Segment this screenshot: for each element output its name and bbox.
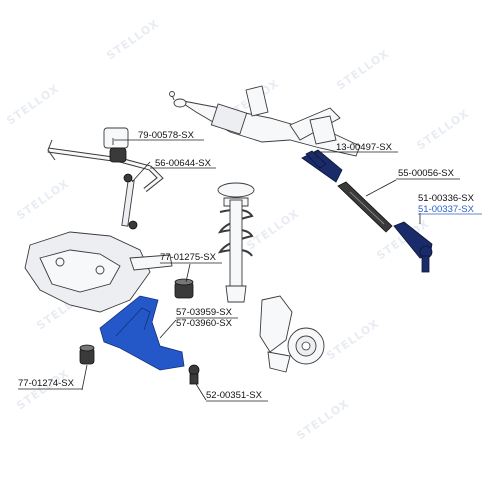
part-label-13-00497-sx: 13-00497-SX bbox=[336, 142, 393, 153]
leader-lines bbox=[81, 138, 421, 401]
steering-knuckle-hub bbox=[259, 295, 325, 373]
tie-rod bbox=[337, 181, 393, 233]
stabilizer-link bbox=[121, 173, 138, 230]
part-label-52-00351-sx: 52-00351-SX bbox=[206, 390, 263, 401]
part-label-79-00578-sx: 79-00578-SX bbox=[138, 130, 195, 141]
control-arm-bushing-front bbox=[79, 344, 95, 365]
part-label-55-00056-sx: 55-00056-SX bbox=[398, 168, 455, 179]
watermark-text: STELLOX bbox=[244, 207, 301, 253]
stabilizer-bushing bbox=[103, 127, 129, 163]
ball-joint bbox=[188, 364, 200, 385]
watermark-text: STELLOX bbox=[334, 47, 391, 93]
watermark-text: STELLOX bbox=[104, 17, 161, 63]
subframe bbox=[24, 231, 173, 313]
part-label-51-00336-sx: 51-00336-SX bbox=[418, 193, 475, 204]
part-labels: 79-00578-SX 56-00644-SX 13-00497-SX 55-0… bbox=[18, 130, 482, 402]
watermark-text: STELLOX bbox=[294, 397, 351, 443]
watermark-text: STELLOX bbox=[14, 367, 71, 413]
part-label-57-03959-sx: 57-03959-SX bbox=[176, 307, 233, 318]
watermark-text: STELLOX bbox=[14, 177, 71, 223]
watermark-text: STELLOX bbox=[414, 107, 471, 153]
strut-spring bbox=[217, 182, 255, 303]
control-arm-bushing-rear bbox=[174, 278, 194, 299]
lower-control-arm bbox=[99, 295, 185, 371]
part-label-57-03960-sx: 57-03960-SX bbox=[176, 318, 233, 329]
tie-rod-end bbox=[393, 221, 433, 273]
watermark-text: STELLOX bbox=[324, 317, 381, 363]
steering-rack bbox=[169, 85, 361, 183]
part-label-77-01274-sx: 77-01274-SX bbox=[18, 378, 75, 389]
part-label-77-01275-sx: 77-01275-SX bbox=[160, 252, 217, 263]
watermark-text: STELLOX bbox=[4, 82, 61, 128]
part-label-56-00644-sx: 56-00644-SX bbox=[155, 158, 212, 169]
part-label-51-00337-sx: 51-00337-SX bbox=[418, 204, 475, 215]
